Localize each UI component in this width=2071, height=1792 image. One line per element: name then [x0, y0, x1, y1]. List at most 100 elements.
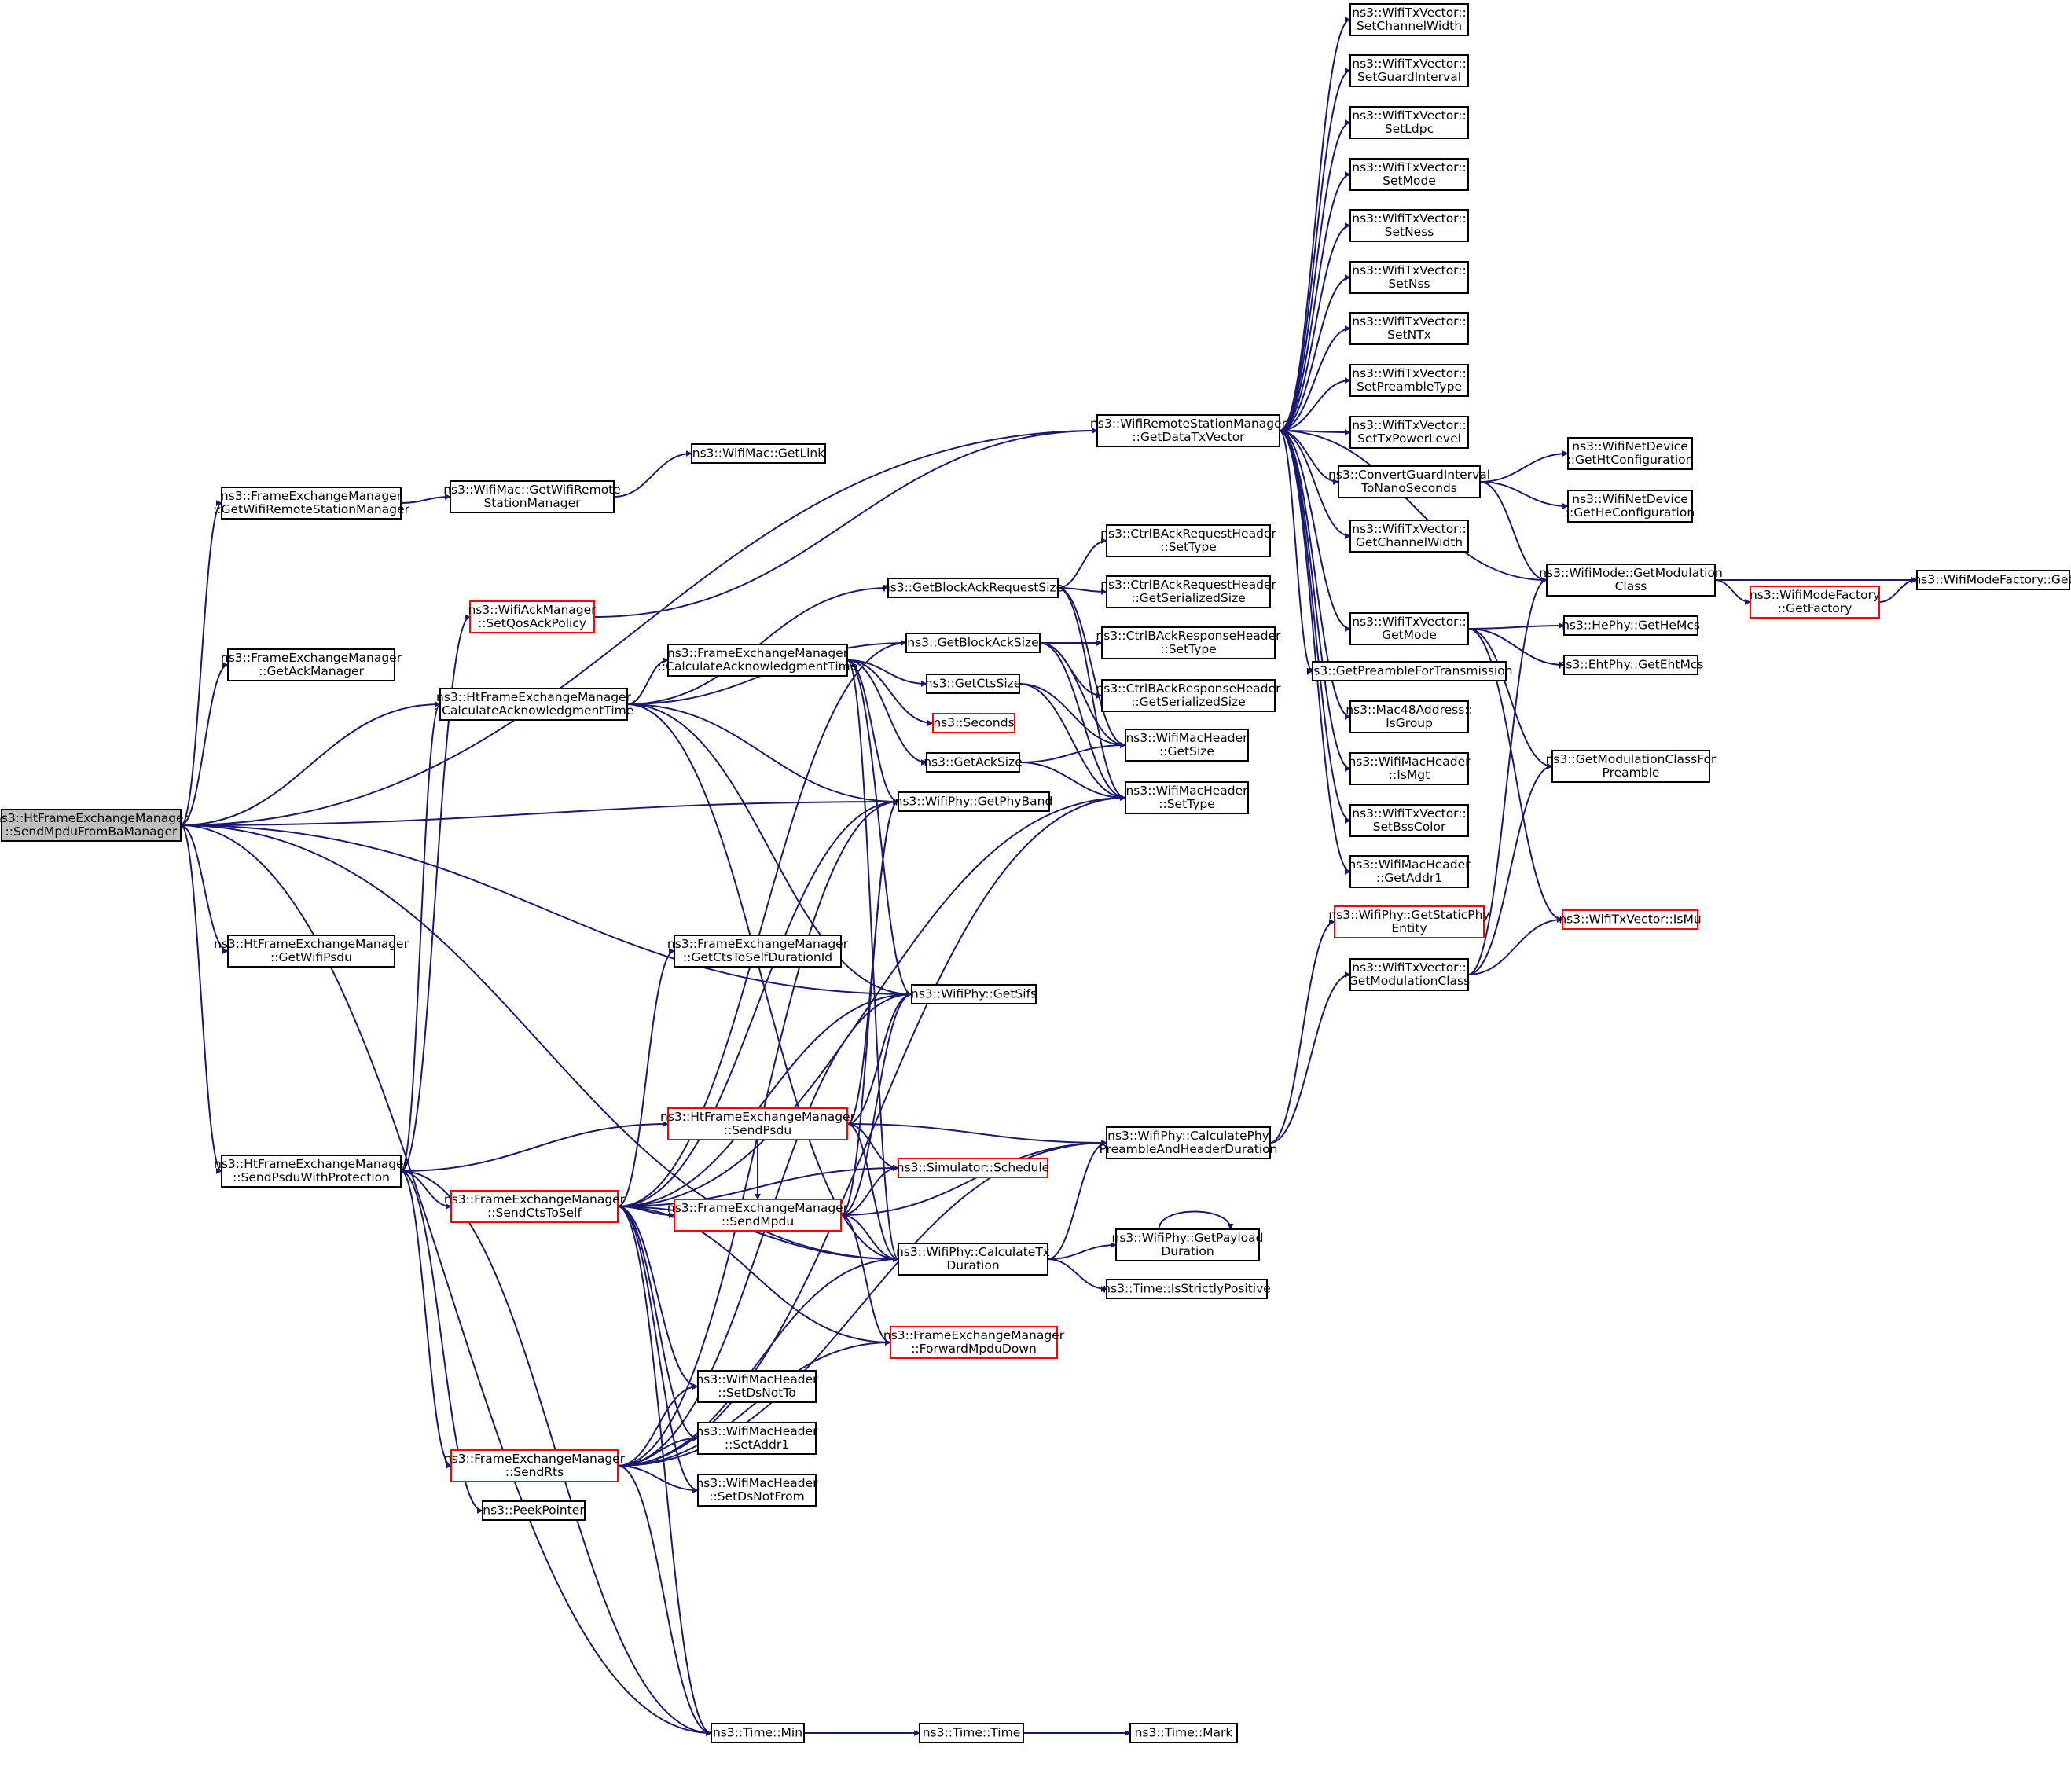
function-node-n62[interactable]: ns3::WifiNetDevice::GetHeConfiguration: [1566, 490, 1695, 523]
node-box: [1551, 750, 1710, 783]
function-node-n56[interactable]: ns3::WifiMacHeader::IsMgt: [1348, 752, 1471, 785]
call-edge-n51-n62: [1479, 481, 1569, 509]
node-label: ns3::WifiPhy::GetPhyBand: [895, 795, 1053, 809]
function-node-n49[interactable]: ns3::WifiTxVector::SetPreambleType: [1349, 364, 1469, 397]
function-node-n40[interactable]: ns3::Time::IsStrictlyPositive: [1103, 1279, 1271, 1299]
function-node-n48[interactable]: ns3::WifiTxVector::SetNTx: [1349, 312, 1469, 345]
node-label: ::SendMpduFromBaManager: [6, 824, 178, 839]
function-node-n55[interactable]: ns3::Mac48Address::IsGroup: [1346, 700, 1473, 733]
function-node-n33[interactable]: ns3::CtrlBAckRequestHeader::GetSerialize…: [1100, 575, 1276, 608]
node-box: [1096, 414, 1280, 447]
call-edge-n0-n9: [180, 824, 222, 1174]
node-label: GetModulationClass: [1349, 974, 1470, 988]
function-node-n20[interactable]: ns3::WifiMacHeader::SetAddr1: [696, 1422, 818, 1455]
function-node-n22[interactable]: ns3::GetBlockAckRequestSize: [883, 578, 1063, 598]
node-box: [1349, 209, 1469, 242]
node-box: [1563, 655, 1698, 675]
function-node-n46[interactable]: ns3::WifiTxVector::SetNess: [1349, 209, 1469, 242]
function-node-n34[interactable]: ns3::CtrlBAckResponseHeader::SetType: [1096, 626, 1281, 659]
function-node-n58[interactable]: ns3::WifiMacHeader::GetAddr1: [1348, 855, 1471, 888]
function-node-n61[interactable]: ns3::WifiNetDevice::GetHtConfiguration: [1567, 437, 1694, 470]
node-label: ::SendCtsToSelf: [487, 1206, 582, 1220]
node-label: ::GetHeConfiguration: [1566, 505, 1695, 520]
function-node-n65[interactable]: ns3::WifiModeFactory::Get: [1913, 570, 2071, 590]
function-node-n28[interactable]: ns3::WifiPhy::GetSifs: [911, 984, 1037, 1004]
function-node-n8[interactable]: ns3::HtFrameExchangeManager::GetWifiPsdu: [214, 935, 409, 968]
function-node-n29[interactable]: ns3::Simulator::Schedule: [897, 1158, 1049, 1178]
function-node-n18[interactable]: ns3::FrameExchangeManager::SendMpdu: [667, 1199, 849, 1232]
function-node-n14[interactable]: ns3::Time::Time: [919, 1723, 1024, 1743]
function-node-n50[interactable]: ns3::WifiTxVector::SetTxPowerLevel: [1349, 416, 1469, 449]
function-node-n19[interactable]: ns3::WifiMacHeader::SetDsNotTo: [696, 1370, 818, 1403]
function-node-n2[interactable]: ns3::WifiMac::GetWifiRemoteStationManage…: [443, 480, 621, 513]
function-node-n31[interactable]: ns3::FrameExchangeManager::ForwardMpduDo…: [883, 1326, 1065, 1359]
call-edge-n41-n53: [1279, 430, 1351, 632]
function-node-n11[interactable]: ns3::FrameExchangeManager::SendRts: [444, 1449, 626, 1482]
node-label: ns3::HtFrameExchangeManager: [214, 1157, 409, 1171]
function-node-n57[interactable]: ns3::WifiTxVector::SetBssColor: [1349, 804, 1469, 837]
function-node-n41[interactable]: ns3::WifiRemoteStationManager::GetDataTx…: [1090, 414, 1287, 447]
function-node-n47[interactable]: ns3::WifiTxVector::SetNss: [1349, 261, 1469, 294]
function-node-n5[interactable]: ns3::HtFrameExchangeManager::CalculateAc…: [434, 688, 634, 721]
function-node-n17[interactable]: ns3::HtFrameExchangeManager::SendPsdu: [660, 1107, 856, 1140]
function-node-n67[interactable]: ns3::EhtPhy::GetEhtMcs: [1559, 655, 1704, 675]
node-box: [221, 487, 402, 520]
function-node-n66[interactable]: ns3::HePhy::GetHeMcs: [1562, 615, 1700, 636]
node-label: SetGuardInterval: [1357, 70, 1461, 84]
function-node-n23[interactable]: ns3::GetBlockAckSize: [905, 633, 1041, 653]
function-node-n21[interactable]: ns3::WifiMacHeader::SetDsNotFrom: [696, 1474, 818, 1507]
call-edge-n30-n39: [1047, 1242, 1117, 1260]
node-label: ns3::WifiMacHeader: [1348, 857, 1471, 872]
call-edge-n51-n61: [1479, 450, 1569, 483]
function-node-n54[interactable]: ns3::GetPreambleForTransmission: [1305, 661, 1513, 681]
function-node-n26[interactable]: ns3::GetAckSize: [924, 752, 1023, 773]
function-node-n45[interactable]: ns3::WifiTxVector::SetMode: [1349, 158, 1469, 191]
function-node-n10[interactable]: ns3::FrameExchangeManager::SendCtsToSelf: [444, 1190, 626, 1223]
function-node-n37[interactable]: ns3::WifiMacHeader::SetType: [1125, 781, 1249, 814]
function-node-n24[interactable]: ns3::GetCtsSize: [925, 674, 1022, 694]
function-node-n15[interactable]: ns3::Time::Mark: [1129, 1723, 1238, 1743]
node-box: [1349, 700, 1469, 733]
function-node-n35[interactable]: ns3::CtrlBAckResponseHeader::GetSerializ…: [1096, 679, 1281, 712]
function-node-n43[interactable]: ns3::WifiTxVector::SetGuardInterval: [1349, 54, 1469, 87]
function-node-n64[interactable]: ns3::WifiModeFactory::GetFactory: [1750, 586, 1880, 619]
function-node-n53[interactable]: ns3::WifiTxVector::GetMode: [1349, 612, 1469, 645]
function-node-n36[interactable]: ns3::WifiMacHeader::GetSize: [1125, 729, 1249, 762]
function-node-n1[interactable]: ns3::FrameExchangeManager::GetWifiRemote…: [213, 487, 410, 520]
function-node-n4[interactable]: ns3::FrameExchangeManager::GetAckManager: [221, 648, 402, 681]
node-label: ns3::WifiModeFactory: [1750, 588, 1880, 602]
function-node-n13[interactable]: ns3::Time::Min: [711, 1723, 805, 1743]
function-node-n60[interactable]: ns3::WifiTxVector::GetModulationClass: [1349, 958, 1470, 991]
node-label: ::SetType: [1159, 797, 1215, 811]
node-box: [887, 578, 1059, 598]
function-node-n3[interactable]: ns3::WifiMac::GetLink: [691, 443, 826, 464]
function-node-n25[interactable]: ns3::Seconds: [932, 713, 1015, 733]
node-box: [1916, 570, 2070, 590]
function-node-n0[interactable]: ns3::HtFrameExchangeManager::SendMpduFro…: [0, 809, 189, 842]
function-node-n16[interactable]: ns3::FrameExchangeManager::GetCtsToSelfD…: [667, 935, 849, 968]
call-edge-n41-n49: [1279, 377, 1351, 431]
function-node-n6[interactable]: ns3::FrameExchangeManager::CalculateAckn…: [658, 644, 858, 677]
node-box: [667, 1107, 848, 1140]
function-node-n38[interactable]: ns3::WifiPhy::CalculatePhyPreambleAndHea…: [1100, 1126, 1278, 1159]
node-box: [1106, 524, 1271, 557]
function-node-n44[interactable]: ns3::WifiTxVector::SetLdpc: [1349, 106, 1469, 139]
function-node-n32[interactable]: ns3::CtrlBAckRequestHeader::SetType: [1100, 524, 1276, 557]
function-node-n9[interactable]: ns3::HtFrameExchangeManager::SendPsduWit…: [214, 1155, 409, 1188]
node-label: ns3::Simulator::Schedule: [897, 1161, 1049, 1175]
node-label: ns3::WifiPhy::GetSifs: [911, 987, 1037, 1001]
function-node-n52[interactable]: ns3::WifiTxVector::GetChannelWidth: [1349, 520, 1469, 553]
function-node-n27[interactable]: ns3::WifiPhy::GetPhyBand: [895, 791, 1053, 812]
function-node-n63[interactable]: ns3::WifiMode::GetModulationClass: [1539, 564, 1723, 597]
function-node-n7[interactable]: ns3::WifiAckManager::SetQosAckPolicy: [468, 600, 597, 633]
function-node-n69[interactable]: ns3::WifiTxVector::IsMu: [1559, 909, 1702, 930]
function-node-n12[interactable]: ns3::PeekPointer: [482, 1500, 586, 1521]
function-node-n42[interactable]: ns3::WifiTxVector::SetChannelWidth: [1349, 3, 1469, 36]
call-edge-n53-n68: [1467, 628, 1553, 769]
call-edge-n22-n32: [1057, 538, 1107, 589]
